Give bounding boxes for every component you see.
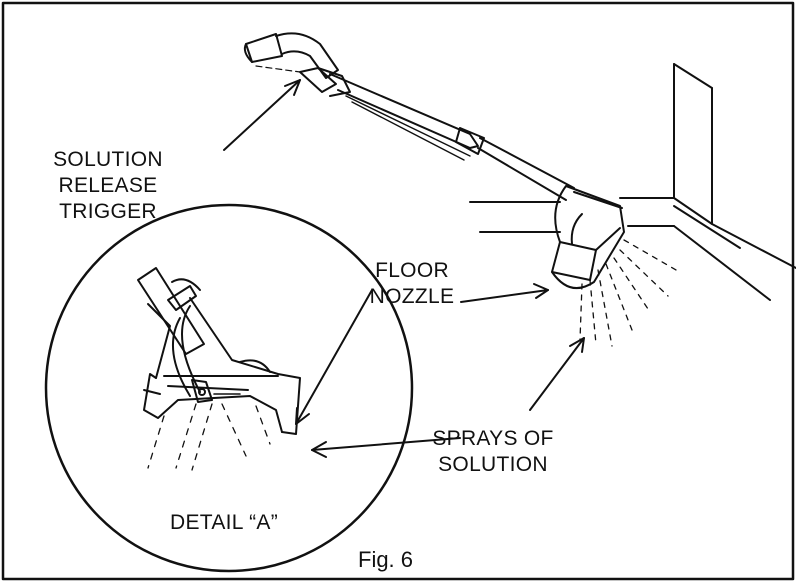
label-floor-nozzle: FLOOR NOZZLE <box>356 258 468 310</box>
label-line: SOLUTION <box>53 148 163 171</box>
leader-lines <box>223 79 585 458</box>
floor-nozzle-drawing <box>551 185 625 290</box>
label-detail-a: DETAIL “A” <box>169 511 278 534</box>
label-line: SOLUTION <box>438 453 548 476</box>
figure-caption: Fig. 6 <box>358 547 414 572</box>
label-line: RELEASE <box>58 174 158 197</box>
wall-and-floor <box>469 63 796 301</box>
label-line: SPRAYS OF <box>432 427 554 450</box>
wand-tool <box>243 32 575 201</box>
detail-nozzle-drawing <box>137 267 301 435</box>
label-sprays-of-solution: SPRAYS OF SOLUTION <box>418 426 568 478</box>
detail-a-circle <box>44 203 414 573</box>
label-line: NOZZLE <box>369 285 455 308</box>
label-solution-release-trigger: SOLUTION RELEASE TRIGGER <box>16 147 200 225</box>
spray-lines <box>579 239 677 347</box>
label-line: TRIGGER <box>59 200 157 223</box>
detail-spray-lines <box>147 403 271 471</box>
label-line: FLOOR <box>375 259 449 282</box>
